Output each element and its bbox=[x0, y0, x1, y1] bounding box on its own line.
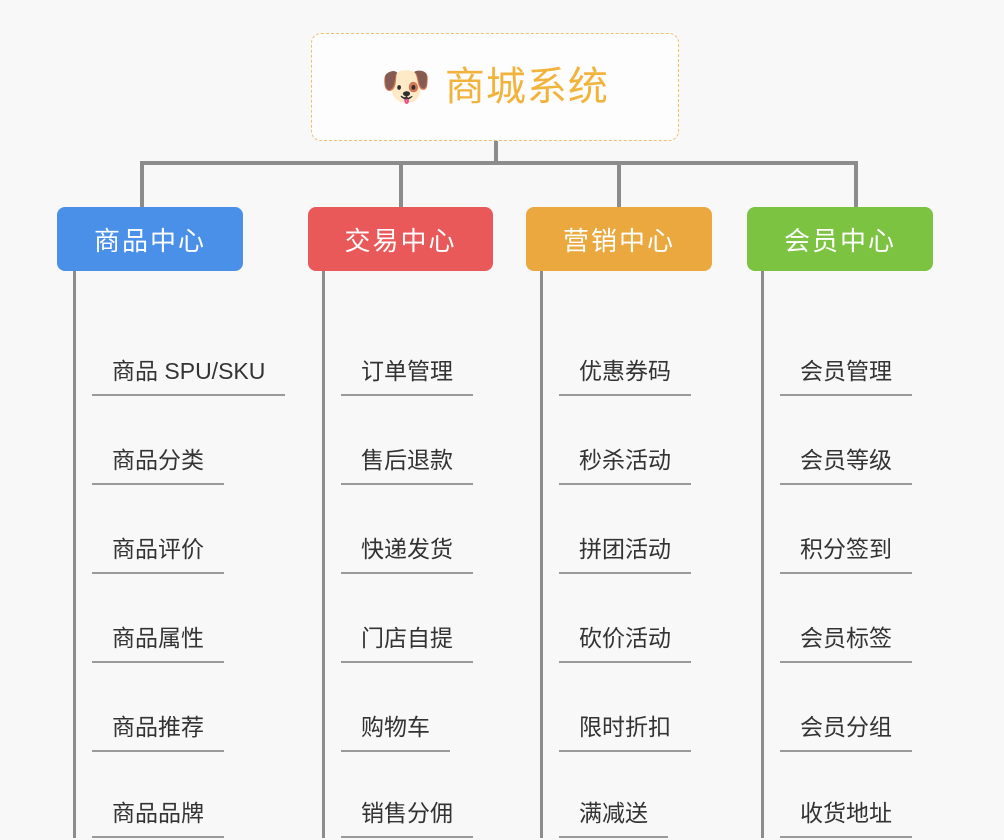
list-item[interactable]: 会员管理 bbox=[780, 307, 933, 396]
root-title: 商城系统 bbox=[444, 65, 609, 109]
leaf-label: 商品属性 bbox=[92, 624, 224, 663]
leaf-label: 购物车 bbox=[341, 713, 450, 752]
list-item[interactable]: 拼团活动 bbox=[559, 485, 712, 574]
leaf-label: 商品评价 bbox=[92, 535, 224, 574]
leaf-label: 商品分类 bbox=[92, 446, 224, 485]
branch-column-2: 交易中心 订单管理 售后退款 快递发货 门店自提 购物车 销售分佣 bbox=[308, 207, 493, 838]
connector-drop-4 bbox=[854, 161, 858, 207]
leaf-list-3: 优惠券码 秒杀活动 拼团活动 砍价活动 限时折扣 满减送 bbox=[540, 271, 712, 838]
list-item[interactable]: 限时折扣 bbox=[559, 663, 712, 752]
leaf-list-4: 会员管理 会员等级 积分签到 会员标签 会员分组 收货地址 bbox=[761, 271, 933, 838]
leaf-label: 商品推荐 bbox=[92, 713, 224, 752]
branch-column-4: 会员中心 会员管理 会员等级 积分签到 会员标签 会员分组 收货地址 bbox=[747, 207, 933, 838]
leaf-label: 会员等级 bbox=[780, 446, 912, 485]
list-item[interactable]: 商品推荐 bbox=[92, 663, 285, 752]
leaf-label: 快递发货 bbox=[341, 535, 473, 574]
leaf-label: 商品 SPU/SKU bbox=[92, 357, 286, 396]
leaf-label: 拼团活动 bbox=[559, 535, 691, 574]
leaf-label: 积分签到 bbox=[780, 535, 912, 574]
list-item[interactable]: 满减送 bbox=[559, 752, 712, 838]
leaf-label: 订单管理 bbox=[341, 357, 473, 396]
leaf-label: 会员分组 bbox=[780, 713, 912, 752]
list-item[interactable]: 商品属性 bbox=[92, 574, 285, 663]
list-item[interactable]: 售后退款 bbox=[341, 396, 493, 485]
category-header-3[interactable]: 营销中心 bbox=[526, 207, 712, 271]
dog-face-icon: 🐶 bbox=[381, 65, 431, 109]
leaf-label: 秒杀活动 bbox=[559, 446, 691, 485]
leaf-list-2: 订单管理 售后退款 快递发货 门店自提 购物车 销售分佣 bbox=[322, 271, 493, 838]
list-item[interactable]: 会员标签 bbox=[780, 574, 933, 663]
list-item[interactable]: 会员分组 bbox=[780, 663, 933, 752]
connector-root-stem bbox=[494, 141, 498, 165]
category-header-2[interactable]: 交易中心 bbox=[308, 207, 493, 271]
list-item[interactable]: 订单管理 bbox=[341, 307, 493, 396]
list-item[interactable]: 收货地址 bbox=[780, 752, 933, 838]
branch-column-1: 商品中心 商品 SPU/SKU 商品分类 商品评价 商品属性 商品推荐 商品品牌 bbox=[57, 207, 286, 838]
category-header-4[interactable]: 会员中心 bbox=[747, 207, 933, 271]
root-node[interactable]: 🐶 商城系统 bbox=[311, 33, 679, 141]
list-item[interactable]: 商品 SPU/SKU bbox=[92, 307, 286, 396]
list-item[interactable]: 商品评价 bbox=[92, 485, 285, 574]
connector-drop-1 bbox=[140, 161, 144, 207]
list-item[interactable]: 积分签到 bbox=[780, 485, 933, 574]
leaf-label: 会员管理 bbox=[780, 357, 912, 396]
list-item[interactable]: 会员等级 bbox=[780, 396, 933, 485]
connector-drop-3 bbox=[617, 161, 621, 207]
category-header-1[interactable]: 商品中心 bbox=[57, 207, 243, 271]
list-item[interactable]: 秒杀活动 bbox=[559, 396, 712, 485]
leaf-label: 限时折扣 bbox=[559, 713, 691, 752]
leaf-label: 商品品牌 bbox=[92, 799, 224, 838]
leaf-list-1: 商品 SPU/SKU 商品分类 商品评价 商品属性 商品推荐 商品品牌 bbox=[73, 271, 286, 838]
leaf-label: 销售分佣 bbox=[341, 799, 473, 838]
leaf-label: 门店自提 bbox=[341, 624, 473, 663]
list-item[interactable]: 商品分类 bbox=[92, 396, 285, 485]
leaf-label: 满减送 bbox=[559, 799, 668, 838]
leaf-label: 会员标签 bbox=[780, 624, 912, 663]
leaf-label: 优惠券码 bbox=[559, 357, 691, 396]
leaf-label: 砍价活动 bbox=[559, 624, 691, 663]
branch-column-3: 营销中心 优惠券码 秒杀活动 拼团活动 砍价活动 限时折扣 满减送 bbox=[526, 207, 712, 838]
list-item[interactable]: 商品品牌 bbox=[92, 752, 285, 838]
list-item[interactable]: 销售分佣 bbox=[341, 752, 493, 838]
connector-drop-2 bbox=[399, 161, 403, 207]
list-item[interactable]: 优惠券码 bbox=[559, 307, 712, 396]
list-item[interactable]: 购物车 bbox=[341, 663, 493, 752]
list-item[interactable]: 门店自提 bbox=[341, 574, 493, 663]
list-item[interactable]: 快递发货 bbox=[341, 485, 493, 574]
connector-horizontal-bus bbox=[140, 161, 858, 165]
leaf-label: 收货地址 bbox=[780, 799, 912, 838]
list-item[interactable]: 砍价活动 bbox=[559, 574, 712, 663]
leaf-label: 售后退款 bbox=[341, 446, 473, 485]
